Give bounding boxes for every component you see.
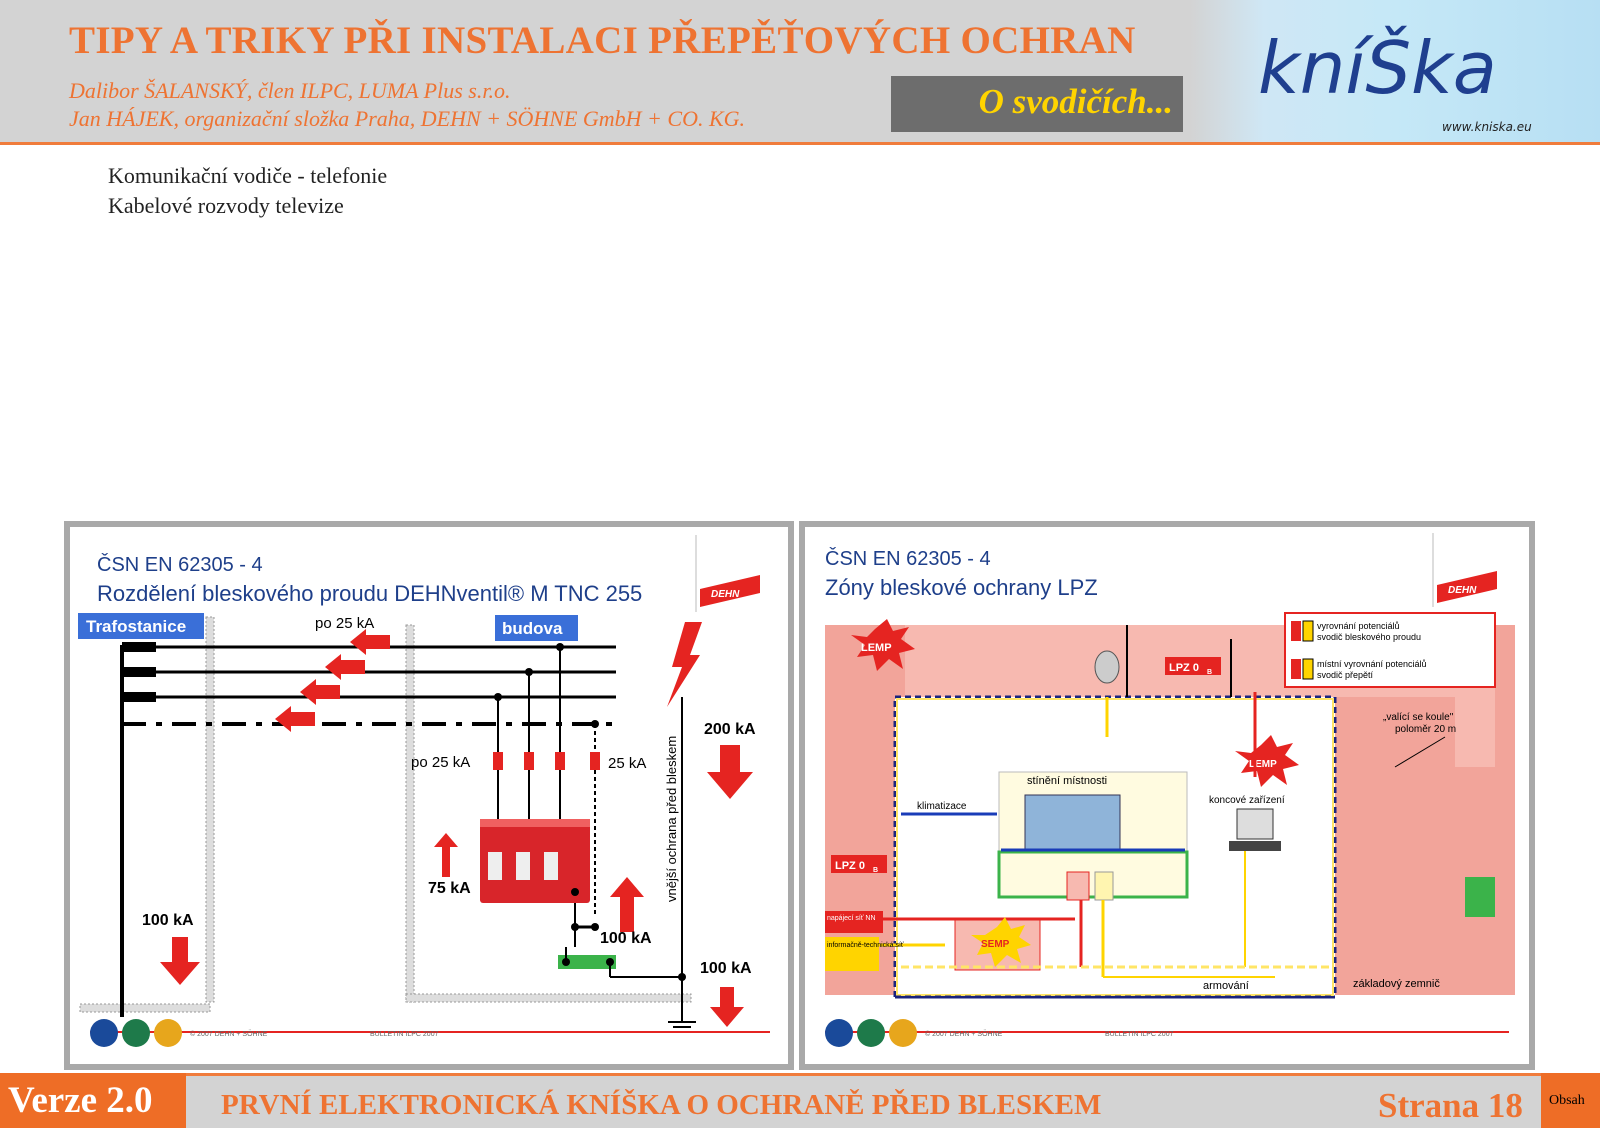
version-label: Verze 2.0 [8, 1080, 153, 1121]
slide-title: Zóny bleskové ochrany LPZ [825, 575, 1098, 600]
contents-button[interactable]: Obsah [1541, 1073, 1600, 1128]
label-100ka-left: 100 kA [142, 912, 194, 929]
label-terminal-equipment: koncové zařízení [1209, 795, 1285, 806]
page-number: Strana 18 [1378, 1086, 1523, 1125]
label-air-conditioning: klimatizace [917, 801, 967, 812]
lemp-star-icon [851, 619, 915, 671]
wall-left [205, 616, 215, 1003]
footer-bar [0, 1073, 1600, 1128]
spd-tap-markers [493, 752, 600, 770]
ilpc-badge-icons [90, 1019, 182, 1047]
server-rack-icon [1024, 794, 1121, 851]
arrow-100ka-left [160, 937, 200, 985]
semp-star-icon [971, 917, 1031, 967]
lemp-label-mid: LEMP [1249, 759, 1277, 770]
label-it-network: informačně-technická síť [827, 942, 904, 949]
bulletin: BULLETIN ILPC 2007 [370, 1031, 439, 1038]
trafostanice-label: Trafostanice [86, 617, 186, 636]
copyright: © 2007 DEHN + SÖHNE [190, 1030, 268, 1038]
diagram-lpz-zones: ČSN EN 62305 - 4 Zóny bleskové ochrany L… [825, 533, 1515, 1047]
label-sphere-radius: poloměr 20 m [1395, 724, 1456, 735]
page-title: TIPY A TRIKY PŘI INSTALACI PŘEPĚŤOVÝCH O… [69, 19, 1136, 62]
label-power-network: napájecí síť NN [827, 915, 876, 922]
arrow-100ka-right [710, 987, 744, 1027]
arrow-75ka [434, 833, 458, 877]
label-200ka: 200 kA [704, 721, 756, 738]
dehn-brand: DEHN [711, 589, 740, 600]
label-reinforcement: armování [1203, 980, 1249, 992]
earth-bar [558, 955, 616, 969]
trafostanice-label-box [78, 613, 204, 639]
legend-box [1284, 612, 1496, 688]
wall-building [405, 624, 415, 1003]
legend-1b: svodič bleskového proudu [1317, 632, 1421, 642]
body-line-tv: Kabelové rozvody televize [108, 193, 344, 218]
lemp-label-top: LEMP [861, 642, 892, 654]
author-line-1: Dalibor ŠALANSKÝ, člen ILPC, LUMA Plus s… [69, 78, 511, 103]
book-title: PRVNÍ ELEKTRONICKÁ KNÍŠKA O OCHRANĚ PŘED… [221, 1089, 1102, 1121]
budova-label-box [495, 615, 578, 641]
lemp-star-icon [1235, 735, 1299, 787]
author-line-2: Jan HÁJEK, organizační složka Praha, DEH… [69, 106, 746, 131]
label-room-shielding: stínění místnosti [1027, 775, 1107, 787]
label-po25-mid: po 25 kA [411, 754, 470, 771]
satellite-dish-icon [1094, 650, 1120, 684]
label-foundation-earth: základový zemnič [1353, 978, 1440, 990]
label-100ka-right: 100 kA [700, 960, 752, 977]
slide-lpz-zones: ČSN EN 62305 - 4 Zóny bleskové ochrany L… [799, 521, 1535, 1070]
contents-label: Obsah [1549, 1093, 1585, 1108]
ground-left [79, 1003, 211, 1013]
slide-lightning-current-distribution: ČSN EN 62305 - 4 Rozdělení bleskového pr… [64, 521, 794, 1070]
label-external-protection: vnější ochrana před bleskem [664, 736, 679, 902]
body-line-telephony: Komunikační vodiče - telefonie [108, 163, 388, 188]
label-po25-top: po 25 kA [315, 615, 374, 632]
logo-text: kníŠka [1258, 26, 1497, 110]
copyright: © 2007 DEHN + SÖHNE [925, 1030, 1003, 1038]
legend-2a: místní vyrovnání potenciálů [1317, 659, 1427, 669]
label-75ka: 75 kA [428, 880, 471, 897]
dehn-logo-icon: DEHN [700, 575, 760, 607]
label-box-it-network [825, 937, 879, 971]
bulletin: BULLETIN ILPC 2007 [1105, 1031, 1174, 1038]
lightning-bolt-icon [667, 622, 702, 707]
legend-2b: svodič přepětí [1317, 670, 1374, 680]
busbar-3 [122, 692, 156, 702]
computer-icon [1236, 808, 1274, 840]
label-100ka-mid: 100 kA [600, 930, 652, 947]
floor-building [405, 993, 692, 1003]
arrow-100ka-mid [610, 877, 644, 932]
neighbour-building [1465, 877, 1495, 917]
label-semp: SEMP [981, 939, 1010, 950]
lpz0b-sub-top: B [1207, 669, 1212, 676]
topic-label: O svodičích... [978, 82, 1173, 121]
lpz0b-sub-left: B [873, 867, 878, 874]
lpz0b-tag-left [831, 855, 887, 873]
slide-standard: ČSN EN 62305 - 4 [97, 553, 263, 576]
topic-box: O svodičích... [891, 76, 1183, 132]
current-arrows-left [275, 629, 390, 732]
legend-1a: vyrovnání potenciálů [1317, 621, 1400, 631]
dehnventil-device-icon [480, 819, 590, 903]
arrow-200ka [707, 745, 753, 799]
label-rolling-sphere: „valící se koule" [1383, 712, 1454, 723]
busbar-2 [122, 667, 156, 677]
ilpc-badge-icons [825, 1019, 917, 1047]
header-divider [0, 142, 1600, 145]
busbar-1 [122, 642, 156, 652]
diagram-current-distribution: ČSN EN 62305 - 4 Rozdělení bleskového pr… [78, 535, 770, 1047]
lpz0b-label-left: LPZ 0 [835, 860, 865, 872]
label-box-power-network [825, 911, 883, 933]
dehn-logo-icon: DEHN [1437, 571, 1497, 603]
logo[interactable]: kníŠka www.kniska.eu [1190, 0, 1600, 142]
dehn-brand: DEHN [1448, 585, 1477, 596]
slide-standard: ČSN EN 62305 - 4 [825, 547, 991, 570]
version-badge: Verze 2.0 [0, 1073, 186, 1128]
lpz0b-label-top: LPZ 0 [1169, 662, 1199, 674]
label-25ka: 25 kA [608, 755, 646, 772]
slide-title: Rozdělení bleskového proudu DEHNventil® … [97, 581, 642, 606]
logo-url: www.kniska.eu [1442, 120, 1532, 134]
lpz0b-tag-top [1165, 657, 1221, 675]
budova-label: budova [502, 619, 563, 638]
